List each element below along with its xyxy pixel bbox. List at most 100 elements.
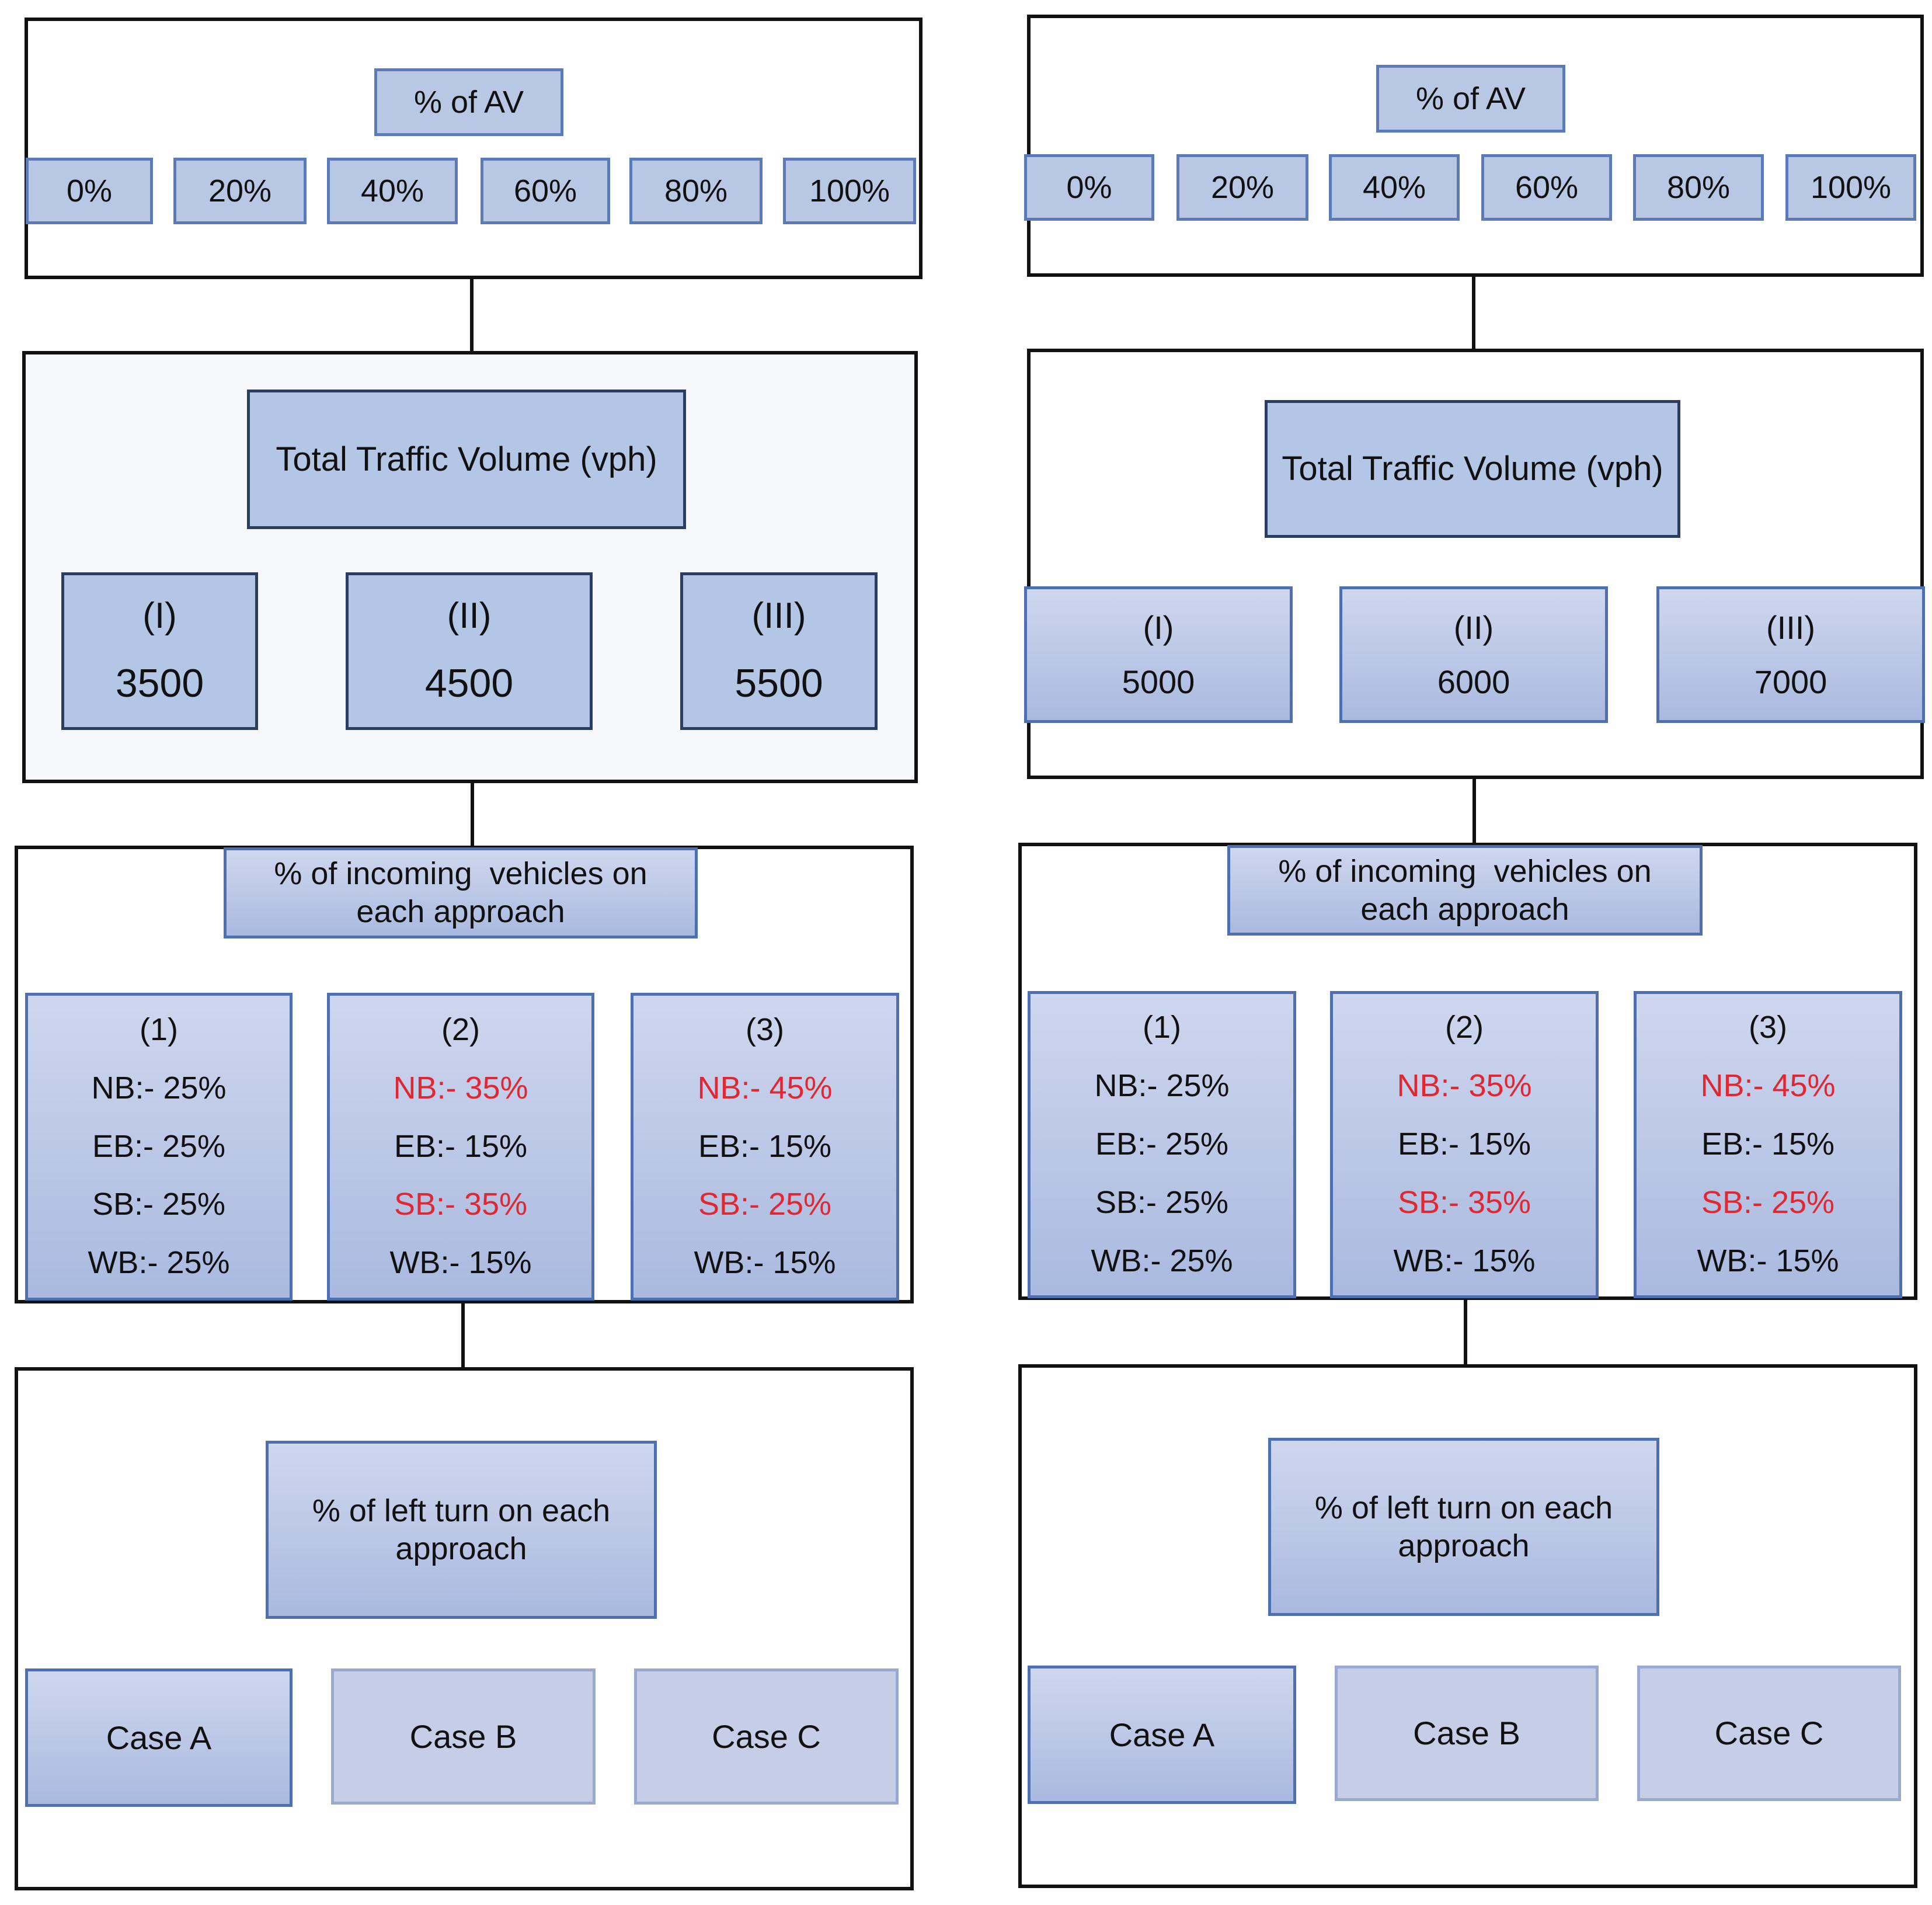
scenario-nb: NB:- 25% — [91, 1070, 227, 1106]
scenario-eb: EB:- 15% — [1397, 1127, 1531, 1162]
case-label: Case B — [409, 1718, 517, 1755]
scenario-sb: SB:- 25% — [1701, 1184, 1835, 1220]
scenario-eb: EB:- 15% — [1701, 1127, 1835, 1162]
av-level-box: 40% — [327, 158, 458, 224]
av-level-label: 0% — [66, 173, 113, 208]
av-level-box: 80% — [1633, 154, 1764, 221]
distribution-scenario-box: (3) NB:- 45% EB:- 15% SB:- 25% WB:- 15% — [1634, 991, 1902, 1298]
scenario-label: (3) — [746, 1011, 784, 1047]
panel-connector — [1472, 277, 1475, 349]
volume-title-box: Total Traffic Volume (vph) — [247, 390, 686, 529]
scenario-sb: SB:- 35% — [1397, 1184, 1531, 1220]
case-box: Case B — [331, 1668, 596, 1805]
distribution-scenario-box: (3) NB:- 45% EB:- 15% SB:- 25% WB:- 15% — [631, 993, 899, 1301]
scenario-nb: NB:- 45% — [1700, 1068, 1836, 1104]
av-level-label: 20% — [208, 173, 272, 208]
av-level-label: 0% — [1066, 169, 1112, 205]
volume-option-box: (II) 4500 — [346, 572, 593, 730]
av-title: % of AV — [1415, 81, 1526, 116]
volume-option-value: 5000 — [1122, 663, 1195, 700]
scenario-sb: SB:- 25% — [92, 1187, 226, 1222]
volume-option-box: (III) 7000 — [1656, 586, 1925, 723]
volume-option-value: 3500 — [115, 661, 204, 706]
scenario-nb: NB:- 35% — [393, 1070, 528, 1106]
panel-connector — [461, 1303, 465, 1367]
distribution-scenario-box: (2) NB:- 35% EB:- 15% SB:- 35% WB:- 15% — [1330, 991, 1599, 1298]
left-turn-title-line2: approach — [395, 1531, 527, 1566]
case-label: Case A — [1109, 1716, 1215, 1753]
av-level-label: 100% — [809, 173, 890, 208]
volume-option-box: (II) 6000 — [1339, 586, 1608, 723]
av-title-box: % of AV — [374, 68, 563, 136]
scenario-wb: WB:- 15% — [389, 1245, 532, 1281]
av-level-box: 100% — [783, 158, 916, 224]
scenario-sb: SB:- 35% — [394, 1187, 528, 1222]
av-title-box: % of AV — [1376, 65, 1565, 133]
left-turn-title-line2: approach — [1398, 1528, 1530, 1563]
av-level-box: 80% — [629, 158, 763, 224]
case-box: Case A — [1028, 1666, 1296, 1804]
av-level-label: 80% — [1666, 169, 1731, 205]
av-level-box: 0% — [1024, 154, 1154, 221]
panel-connector — [471, 783, 474, 846]
volume-title-box: Total Traffic Volume (vph) — [1265, 400, 1680, 538]
scenario-eb: EB:- 25% — [1095, 1127, 1229, 1162]
case-label: Case B — [1413, 1715, 1520, 1752]
volume-option-box: (III) 5500 — [680, 572, 878, 730]
volume-option-box: (I) 3500 — [61, 572, 258, 730]
av-level-box: 40% — [1329, 154, 1460, 221]
scenario-wb: WB:- 25% — [88, 1245, 230, 1281]
case-box: Case C — [1637, 1666, 1901, 1801]
panel-connector — [1473, 779, 1476, 843]
av-level-box: 60% — [481, 158, 610, 224]
left-turn-title-box: % of left turn on each approach — [1268, 1438, 1659, 1616]
av-panel — [25, 18, 923, 279]
volume-title: Total Traffic Volume (vph) — [1282, 450, 1663, 488]
panel-connector — [470, 279, 474, 351]
scenario-nb: NB:- 35% — [1397, 1068, 1532, 1104]
scenario-eb: EB:- 15% — [698, 1128, 832, 1164]
scenario-label: (3) — [1749, 1010, 1787, 1045]
volume-option-roman: (III) — [1766, 609, 1815, 646]
av-level-label: 40% — [360, 173, 424, 208]
av-level-box: 0% — [26, 158, 153, 224]
case-box: Case C — [634, 1668, 899, 1805]
distribution-title-line1: % of incoming vehicles on — [274, 856, 648, 892]
case-box: Case A — [25, 1668, 293, 1807]
case-label: Case C — [1714, 1715, 1824, 1752]
left-turn-title-line1: % of left turn on each — [1314, 1490, 1613, 1525]
volume-option-roman: (II) — [447, 596, 492, 636]
left-turn-title-box: % of left turn on each approach — [266, 1441, 657, 1619]
av-level-box: 20% — [1176, 154, 1308, 221]
right-scenario-tree: % of AV 0% 20% 40% 60% 80% 100% Total Tr… — [966, 0, 1931, 1905]
av-level-label: 100% — [1810, 169, 1892, 205]
volume-option-value: 6000 — [1437, 663, 1510, 700]
scenario-wb: WB:- 25% — [1091, 1243, 1233, 1278]
left-turn-title-line1: % of left turn on each — [312, 1493, 611, 1528]
distribution-title-box: % of incoming vehicles on each approach — [1227, 845, 1703, 936]
av-level-box: 60% — [1481, 154, 1612, 221]
av-level-label: 80% — [664, 173, 728, 208]
volume-option-roman: (I) — [142, 596, 177, 636]
panel-connector — [1464, 1300, 1467, 1364]
volume-option-box: (I) 5000 — [1024, 586, 1293, 723]
scenario-label: (1) — [1143, 1010, 1181, 1045]
volume-option-roman: (I) — [1143, 609, 1174, 646]
distribution-scenario-box: (1) NB:- 25% EB:- 25% SB:- 25% WB:- 25% — [25, 993, 293, 1301]
av-panel — [1027, 15, 1924, 277]
volume-title: Total Traffic Volume (vph) — [276, 440, 657, 478]
av-level-box: 100% — [1785, 154, 1916, 221]
distribution-title-box: % of incoming vehicles on each approach — [224, 847, 698, 938]
volume-option-value: 4500 — [424, 661, 514, 706]
distribution-scenario-box: (2) NB:- 35% EB:- 15% SB:- 35% WB:- 15% — [327, 993, 594, 1301]
volume-option-roman: (III) — [751, 596, 806, 636]
volume-option-value: 5500 — [734, 661, 823, 706]
distribution-scenario-box: (1) NB:- 25% EB:- 25% SB:- 25% WB:- 25% — [1028, 991, 1296, 1298]
av-level-label: 60% — [513, 173, 577, 208]
scenario-sb: SB:- 25% — [698, 1187, 832, 1222]
av-level-label: 40% — [1362, 169, 1426, 205]
scenario-nb: NB:- 45% — [697, 1070, 833, 1106]
case-label: Case C — [712, 1718, 821, 1755]
av-level-box: 20% — [173, 158, 307, 224]
distribution-title-line2: each approach — [356, 894, 565, 929]
